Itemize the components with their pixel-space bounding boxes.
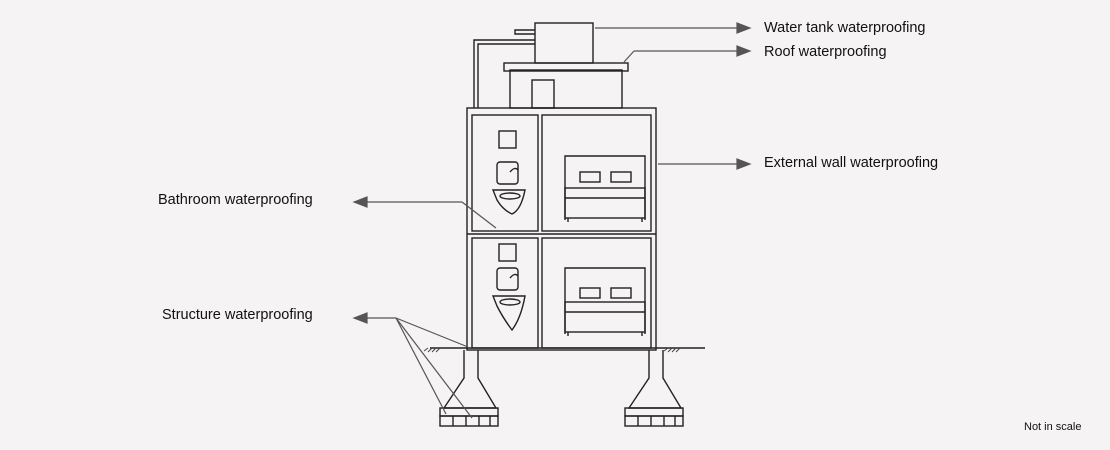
label-structure: Structure waterproofing bbox=[162, 307, 313, 323]
arrow-water-tank bbox=[736, 22, 752, 34]
label-bathroom: Bathroom waterproofing bbox=[158, 192, 313, 208]
upper-bathroom bbox=[471, 114, 539, 232]
label-water-tank: Water tank waterproofing bbox=[764, 20, 926, 36]
roof-room bbox=[509, 69, 623, 109]
lower-bathroom bbox=[471, 237, 539, 349]
arrow-bathroom bbox=[352, 196, 368, 208]
arrow-roof bbox=[736, 45, 752, 57]
label-external-wall: External wall waterproofing bbox=[764, 155, 939, 171]
lower-window bbox=[498, 243, 517, 262]
upper-window bbox=[498, 130, 517, 149]
upper-bedroom bbox=[541, 114, 652, 232]
tank-pipe bbox=[514, 29, 535, 35]
down-pipe bbox=[473, 39, 535, 108]
water-tank bbox=[534, 22, 594, 64]
arrow-structure bbox=[352, 312, 368, 324]
building-outline bbox=[466, 107, 657, 351]
left-footing bbox=[442, 350, 498, 409]
roof-door bbox=[531, 79, 555, 109]
arrow-external-wall bbox=[736, 158, 752, 170]
label-roof: Roof waterproofing bbox=[764, 44, 887, 60]
scale-note: Not in scale bbox=[1024, 421, 1082, 433]
right-footing bbox=[627, 350, 683, 409]
